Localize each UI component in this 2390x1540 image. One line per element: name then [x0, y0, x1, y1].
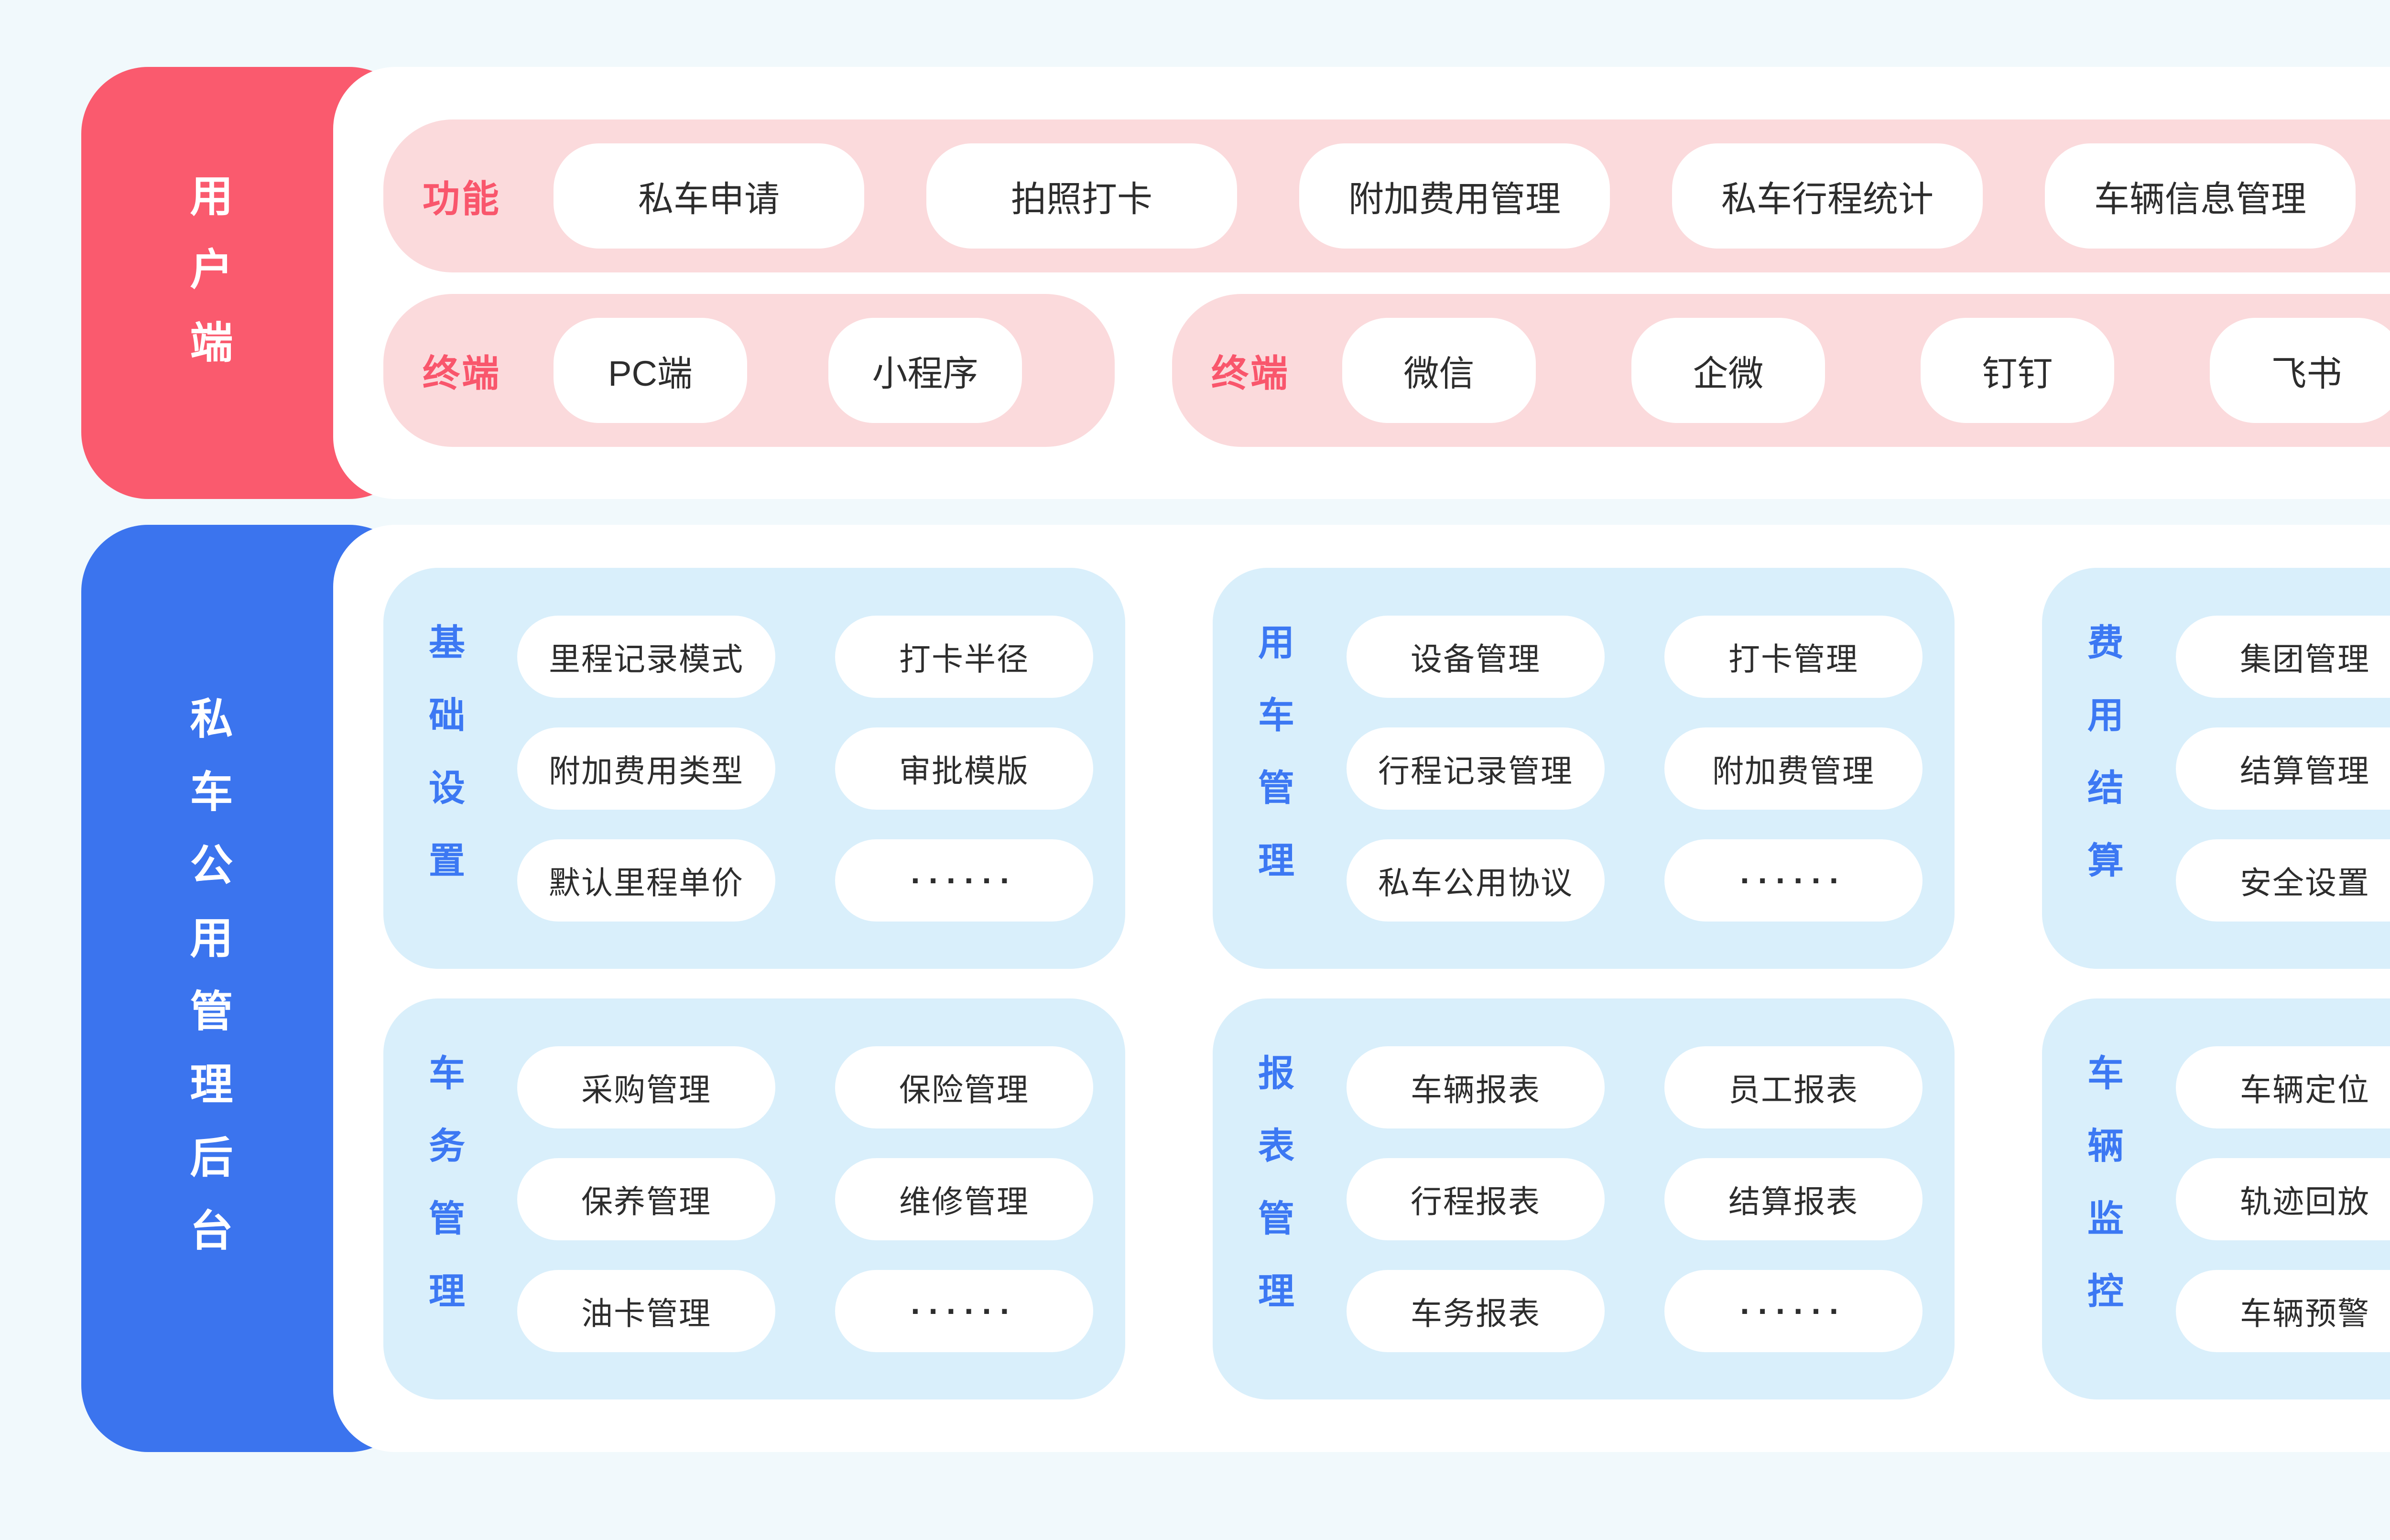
section-label-col: 车辆监控	[2042, 1054, 2162, 1345]
module-pill: 车务报表	[1347, 1269, 1605, 1352]
function-pill: 私车行程统计	[1672, 143, 1983, 249]
terminal-pill: 飞书	[2210, 318, 2390, 423]
user-side-group: 用户端 功能 私车申请 拍照打卡 附加费用管理 私车行程统计 车辆信息管理 个人…	[81, 67, 2390, 499]
section-label-col: 基础设置	[383, 623, 503, 914]
function-pill: 拍照打卡	[926, 143, 1238, 249]
module-pill: 默认里程单价	[517, 839, 775, 922]
function-row: 功能 私车申请 拍照打卡 附加费用管理 私车行程统计 车辆信息管理 个人信息管理	[383, 119, 2390, 272]
module-pill: 里程记录模式	[517, 615, 775, 698]
module-pill: 打卡半径	[835, 615, 1093, 698]
module-pill: 油卡管理	[517, 1269, 775, 1352]
module-pill: 安全设置	[2176, 839, 2390, 922]
terminal-row-2-buttons: 微信 企微 钉钉 飞书 其他	[1342, 318, 2390, 423]
section-pills: 车辆定位 里程记录 轨迹回放 电子围栏 车辆预警 ······	[2176, 1046, 2390, 1352]
terminal-row-1: 终端 PC端 小程序	[383, 294, 1115, 447]
section-label: 车务管理	[423, 1053, 464, 1345]
module-pill: 结算管理	[2176, 727, 2390, 810]
module-pill: 车辆预警	[2176, 1269, 2390, 1352]
module-pill: 集团管理	[2176, 615, 2390, 698]
terminal-row-2-label: 终端	[1211, 352, 1290, 394]
backend-card-content: 基础设置 里程记录模式 打卡半径 附加费用类型 审批模版 默认里程单价 ····…	[333, 525, 2390, 1452]
section-pills: 集团管理 资产管理 结算管理 发票管理 安全设置 ······	[2176, 615, 2390, 922]
user-side-card-content: 功能 私车申请 拍照打卡 附加费用管理 私车行程统计 车辆信息管理 个人信息管理…	[333, 67, 2390, 499]
section-car-use-management: 用车管理 设备管理 打卡管理 行程记录管理 附加费管理 私车公用协议 ·····…	[1213, 568, 1955, 969]
module-pill: 行程报表	[1347, 1158, 1605, 1240]
function-buttons: 私车申请 拍照打卡 附加费用管理 私车行程统计 车辆信息管理 个人信息管理	[554, 143, 2390, 249]
terminal-row-1-buttons: PC端 小程序	[554, 318, 1022, 423]
section-pills: 里程记录模式 打卡半径 附加费用类型 审批模版 默认里程单价 ······	[517, 615, 1093, 922]
module-pill: 打卡管理	[1664, 615, 1923, 698]
backend-label-wrap: 私车公用管理后台	[81, 525, 333, 1452]
module-pill: 设备管理	[1347, 615, 1605, 698]
ellipsis-pill: ······	[835, 839, 1093, 922]
user-side-label: 用户端	[183, 173, 231, 393]
section-label: 车辆监控	[2082, 1053, 2122, 1345]
function-row-label: 功能	[423, 178, 501, 220]
section-label: 用车管理	[1252, 623, 1293, 914]
module-pill: 附加费用类型	[517, 727, 775, 810]
module-pill: 车辆定位	[2176, 1046, 2390, 1128]
module-pill: 车辆报表	[1347, 1046, 1605, 1128]
section-vehicle-affairs: 车务管理 采购管理 保险管理 保养管理 维修管理 油卡管理 ······	[383, 998, 1125, 1399]
terminal-pill: 钉钉	[1921, 318, 2115, 423]
module-pill: 结算报表	[1664, 1158, 1923, 1240]
backend-card: 基础设置 里程记录模式 打卡半径 附加费用类型 审批模版 默认里程单价 ····…	[333, 525, 2390, 1452]
user-side-card: 功能 私车申请 拍照打卡 附加费用管理 私车行程统计 车辆信息管理 个人信息管理…	[333, 67, 2390, 499]
function-pill: 私车申请	[554, 143, 865, 249]
backend-group: 私车公用管理后台 基础设置 里程记录模式 打卡半径 附加费用类型 审批模版 默认…	[81, 525, 2390, 1452]
terminal-row-1-label: 终端	[423, 352, 501, 394]
section-label: 报表管理	[1252, 1053, 1293, 1345]
section-label: 费用结算	[2082, 623, 2122, 914]
section-fee-settlement: 费用结算 集团管理 资产管理 结算管理 发票管理 安全设置 ······	[2042, 568, 2390, 969]
ellipsis-pill: ······	[835, 1269, 1093, 1352]
module-pill: 私车公用协议	[1347, 839, 1605, 922]
section-label-col: 费用结算	[2042, 623, 2162, 914]
section-label-col: 车务管理	[383, 1054, 503, 1345]
section-pills: 设备管理 打卡管理 行程记录管理 附加费管理 私车公用协议 ······	[1347, 615, 1923, 922]
section-report-management: 报表管理 车辆报表 员工报表 行程报表 结算报表 车务报表 ······	[1213, 998, 1955, 1399]
module-pill: 维修管理	[835, 1158, 1093, 1240]
ellipsis-pill: ······	[1664, 1269, 1923, 1352]
terminal-pill: 小程序	[828, 318, 1022, 423]
section-pills: 车辆报表 员工报表 行程报表 结算报表 车务报表 ······	[1347, 1046, 1923, 1352]
section-vehicle-monitoring: 车辆监控 车辆定位 里程记录 轨迹回放 电子围栏 车辆预警 ······	[2042, 998, 2390, 1399]
module-pill: 行程记录管理	[1347, 727, 1605, 810]
ellipsis-pill: ······	[1664, 839, 1923, 922]
module-pill: 采购管理	[517, 1046, 775, 1128]
function-pill: 车辆信息管理	[2045, 143, 2356, 249]
section-label: 基础设置	[423, 623, 464, 914]
function-pill: 附加费用管理	[1299, 143, 1610, 249]
section-label-col: 报表管理	[1213, 1054, 1332, 1345]
module-pill: 保养管理	[517, 1158, 775, 1240]
terminal-pill: 企微	[1631, 318, 1825, 423]
module-pill: 审批模版	[835, 727, 1093, 810]
terminal-row-2: 终端 微信 企微 钉钉 飞书 其他	[1172, 294, 2390, 447]
section-label-col: 用车管理	[1213, 623, 1332, 914]
user-side-label-wrap: 用户端	[81, 67, 333, 499]
module-pill: 员工报表	[1664, 1046, 1923, 1128]
section-pills: 采购管理 保险管理 保养管理 维修管理 油卡管理 ······	[517, 1046, 1093, 1352]
backend-label: 私车公用管理后台	[183, 696, 231, 1281]
terminal-pill: PC端	[554, 318, 748, 423]
module-pill: 附加费管理	[1664, 727, 1923, 810]
terminal-pill: 微信	[1342, 318, 1536, 423]
terminal-rows: 终端 PC端 小程序 终端 微信 企微 钉钉 飞书 其他	[383, 294, 2390, 447]
module-pill: 保险管理	[835, 1046, 1093, 1128]
module-pill: 轨迹回放	[2176, 1158, 2390, 1240]
section-basic-settings: 基础设置 里程记录模式 打卡半径 附加费用类型 审批模版 默认里程单价 ····…	[383, 568, 1125, 969]
